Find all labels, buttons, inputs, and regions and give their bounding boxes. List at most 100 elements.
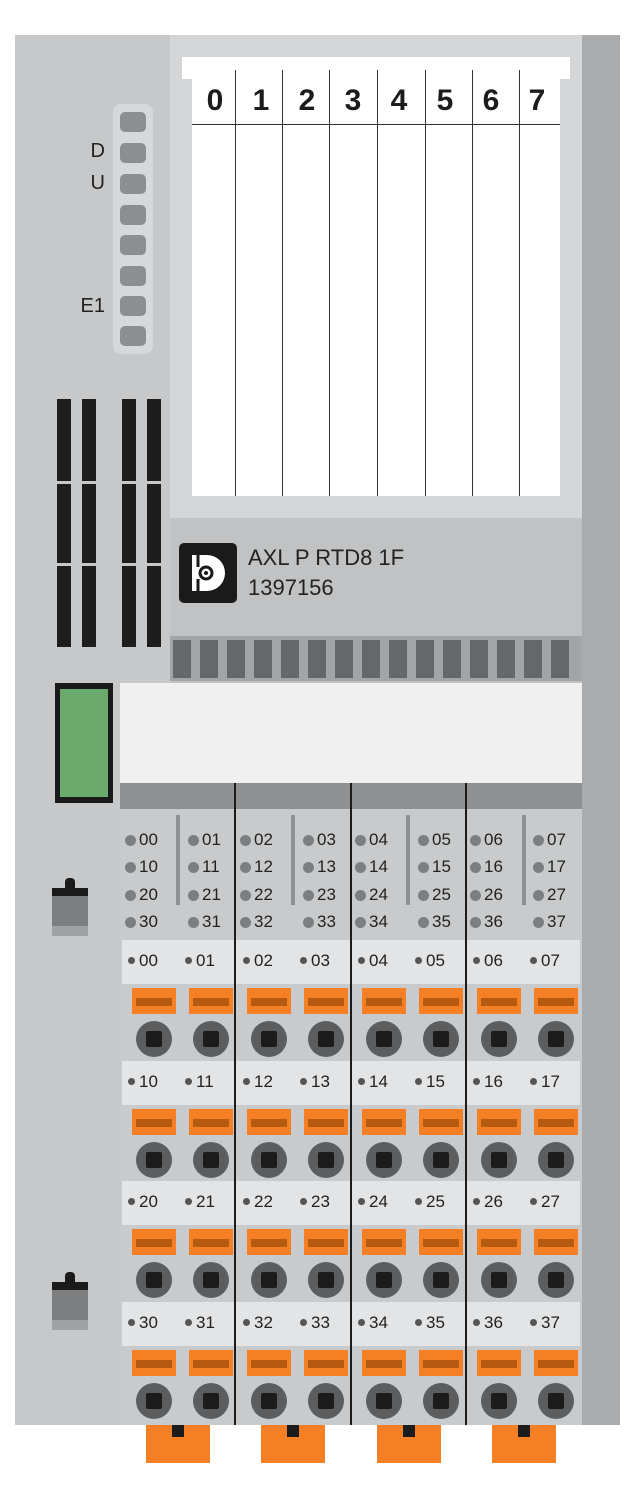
status-led-dot — [355, 862, 366, 873]
wire-entry-hole[interactable] — [366, 1383, 402, 1419]
wire-entry-hole[interactable] — [193, 1262, 229, 1298]
wire-entry-hole[interactable] — [136, 1383, 172, 1419]
wire-entry-hole[interactable] — [481, 1142, 517, 1178]
push-button-release[interactable] — [534, 1109, 578, 1135]
led-e1-indicator — [120, 296, 146, 316]
terminal-label: 15 — [415, 1072, 445, 1092]
terminal-label: 36 — [473, 1313, 503, 1333]
status-led-dot — [125, 917, 136, 928]
din-rail-foot[interactable] — [377, 1425, 441, 1463]
push-button-release[interactable] — [362, 1350, 406, 1376]
push-button-release[interactable] — [304, 1109, 348, 1135]
wire-entry-hole[interactable] — [366, 1021, 402, 1057]
status-led-dot — [125, 862, 136, 873]
push-button-release[interactable] — [247, 988, 291, 1014]
wire-entry-hole[interactable] — [308, 1262, 344, 1298]
push-button-release[interactable] — [477, 1229, 521, 1255]
wire-entry-hole[interactable] — [538, 1142, 574, 1178]
channel-number: 2 — [298, 84, 316, 117]
status-led-dot — [188, 890, 199, 901]
push-button-release[interactable] — [419, 1350, 463, 1376]
wire-entry-hole[interactable] — [423, 1021, 459, 1057]
din-rail-foot[interactable] — [261, 1425, 325, 1463]
push-button-release[interactable] — [534, 1350, 578, 1376]
status-led-text: 26 — [484, 885, 503, 904]
green-release-button[interactable] — [60, 689, 108, 797]
push-button-release[interactable] — [304, 1229, 348, 1255]
wire-entry-hole[interactable] — [481, 1262, 517, 1298]
push-button-release[interactable] — [304, 1350, 348, 1376]
status-led-label: 20 — [125, 885, 158, 905]
channel-label-card[interactable]: 0 1 2 3 4 5 6 7 — [192, 70, 560, 496]
wire-entry-hole[interactable] — [251, 1383, 287, 1419]
status-led-dot — [418, 890, 429, 901]
push-button-release[interactable] — [419, 1109, 463, 1135]
wire-entry-hole[interactable] — [193, 1142, 229, 1178]
status-led-dot — [240, 890, 251, 901]
status-led-label: 01 — [188, 830, 221, 850]
push-button-release[interactable] — [247, 1109, 291, 1135]
wire-entry-hole[interactable] — [193, 1383, 229, 1419]
push-button-release[interactable] — [477, 1350, 521, 1376]
push-button-release[interactable] — [189, 1229, 233, 1255]
wire-entry-hole[interactable] — [251, 1021, 287, 1057]
push-button-release[interactable] — [477, 1109, 521, 1135]
led-indicator-bar — [113, 104, 153, 354]
push-button-release[interactable] — [362, 988, 406, 1014]
push-button-release[interactable] — [362, 1229, 406, 1255]
terminal-label: 13 — [300, 1072, 330, 1092]
push-button-release[interactable] — [304, 988, 348, 1014]
latch-body[interactable] — [52, 1290, 88, 1320]
wire-entry-hole[interactable] — [251, 1262, 287, 1298]
status-led-text: 11 — [202, 857, 220, 876]
wire-entry-hole[interactable] — [366, 1262, 402, 1298]
status-led-text: 31 — [202, 912, 221, 931]
wire-entry-hole[interactable] — [308, 1021, 344, 1057]
status-led-label: 27 — [533, 885, 566, 905]
push-button-release[interactable] — [534, 988, 578, 1014]
push-button-release[interactable] — [419, 1229, 463, 1255]
status-led-text: 15 — [432, 857, 451, 876]
push-button-release[interactable] — [247, 1229, 291, 1255]
push-button-release[interactable] — [477, 988, 521, 1014]
led-indicator — [120, 112, 146, 132]
push-button-release[interactable] — [132, 988, 176, 1014]
wire-entry-hole[interactable] — [308, 1383, 344, 1419]
push-button-release[interactable] — [132, 1109, 176, 1135]
din-rail-foot[interactable] — [146, 1425, 210, 1463]
wire-entry-hole[interactable] — [423, 1383, 459, 1419]
push-button-release[interactable] — [132, 1350, 176, 1376]
wire-entry-hole[interactable] — [423, 1262, 459, 1298]
push-button-release[interactable] — [189, 1350, 233, 1376]
wire-entry-hole[interactable] — [136, 1021, 172, 1057]
terminal-label: 34 — [358, 1313, 388, 1333]
status-led-label: 36 — [470, 912, 503, 932]
wire-entry-hole[interactable] — [366, 1142, 402, 1178]
wire-entry-hole[interactable] — [423, 1142, 459, 1178]
terminal-label: 20 — [128, 1192, 158, 1212]
push-button-release[interactable] — [362, 1109, 406, 1135]
led-label-u: U — [90, 172, 105, 194]
push-button-release[interactable] — [189, 988, 233, 1014]
wire-entry-hole[interactable] — [136, 1142, 172, 1178]
wire-entry-hole[interactable] — [538, 1383, 574, 1419]
wire-entry-hole[interactable] — [193, 1021, 229, 1057]
din-rail-foot[interactable] — [492, 1425, 556, 1463]
wire-entry-hole[interactable] — [538, 1021, 574, 1057]
push-button-release[interactable] — [534, 1229, 578, 1255]
wire-entry-hole[interactable] — [481, 1383, 517, 1419]
wire-entry-hole[interactable] — [136, 1262, 172, 1298]
latch-body[interactable] — [52, 896, 88, 926]
marker-strip[interactable] — [120, 683, 582, 783]
status-led-text: 07 — [547, 830, 566, 849]
wire-entry-hole[interactable] — [481, 1021, 517, 1057]
wire-entry-hole[interactable] — [308, 1142, 344, 1178]
wire-entry-hole[interactable] — [251, 1142, 287, 1178]
push-button-release[interactable] — [132, 1229, 176, 1255]
status-led-label: 17 — [533, 857, 566, 877]
wire-entry-hole[interactable] — [538, 1262, 574, 1298]
terminal-label: 37 — [530, 1313, 560, 1333]
push-button-release[interactable] — [189, 1109, 233, 1135]
push-button-release[interactable] — [247, 1350, 291, 1376]
push-button-release[interactable] — [419, 988, 463, 1014]
